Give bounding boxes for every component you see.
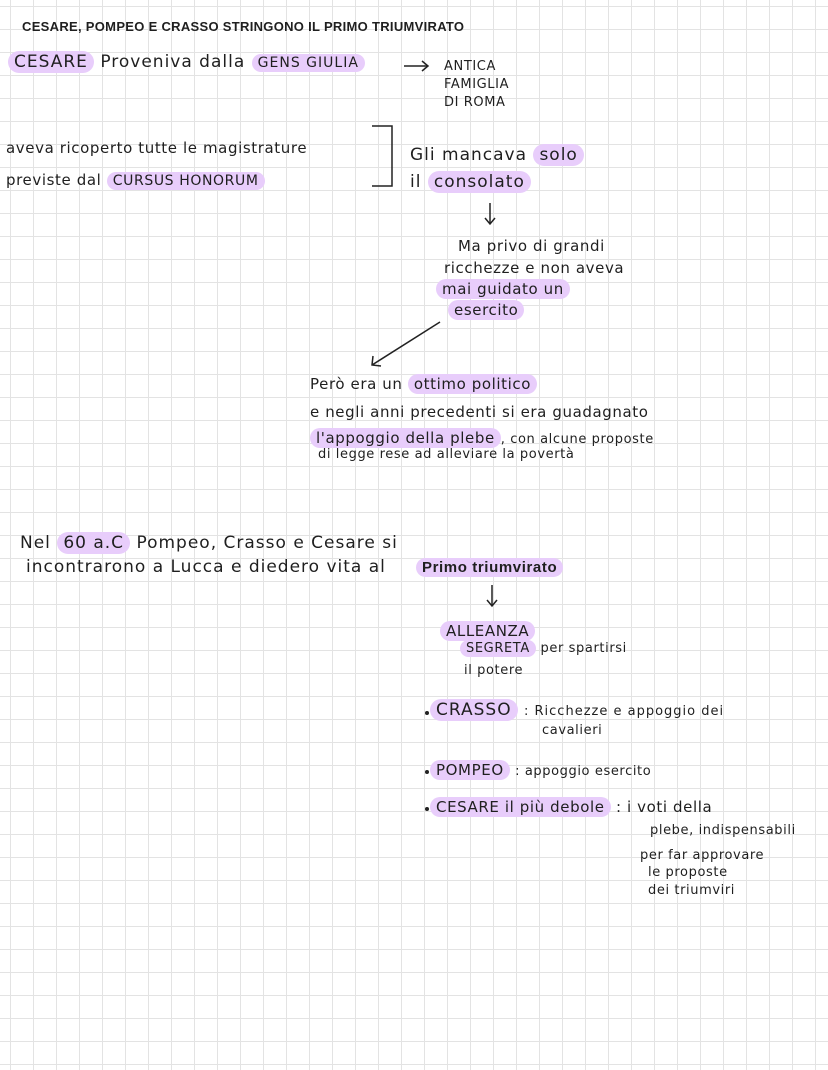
politico-line: Però era un ottimo politico (310, 374, 538, 394)
mancava-text: Gli mancava (410, 145, 528, 165)
crasso-highlight: CRASSO (430, 699, 518, 721)
antica-line-1: ANTICA (444, 59, 496, 74)
anni-line: e negli anni precedenti si era guadagnat… (310, 403, 649, 421)
primo-triumvirato-highlight: Primo triumvirato (416, 558, 564, 577)
cesare-desc-2: plebe, indispensabili (650, 823, 796, 838)
pompeo-highlight: POMPEO (430, 760, 510, 780)
nel-line: Nel 60 a.C Pompeo, Crasso e Cesare si (20, 532, 398, 554)
privo-line-2: ricchezze e non aveva (444, 259, 625, 277)
privo-line-3: mai guidato un (436, 279, 570, 299)
spartirsi-text: per spartirsi (540, 641, 627, 656)
appoggio-line: l'appoggio della plebe, con alcune propo… (310, 428, 654, 448)
cesare-desc-3: per far approvare (640, 848, 765, 863)
ottimo-politico-highlight: ottimo politico (407, 374, 538, 394)
cursus-highlight: CURSUS HONORUM (106, 172, 265, 190)
pompeo-line: POMPEO : appoggio esercito (430, 760, 651, 780)
pompeo-desc: : appoggio esercito (515, 764, 652, 779)
guidato-highlight: mai guidato un (436, 279, 570, 299)
cesare-desc-4: le proposte (648, 865, 728, 880)
lucca-line: incontrarono a Lucca e diedero vita al (26, 557, 386, 577)
cesare-desc: : i voti della (615, 798, 713, 816)
bracket-icon (372, 125, 393, 187)
gens-giulia-highlight: GENS GIULIA (251, 54, 365, 72)
cesare-line: CESARE Proveniva dalla GENS GIULIA (8, 51, 365, 73)
bullet-dot (425, 770, 429, 774)
privo-line-4: esercito (448, 300, 525, 320)
cavalieri-line: cavalieri (542, 723, 603, 738)
il-text: il (410, 172, 422, 192)
alleanza-line: ALLEANZA (440, 621, 536, 641)
esercito-highlight: esercito (448, 300, 525, 320)
crasso-desc: : Ricchezze e appoggio dei (524, 704, 725, 719)
crasso-line: CRASSO : Ricchezze e appoggio dei (430, 699, 725, 721)
segreta-highlight: SEGRETA (460, 640, 536, 657)
page-title: CESARE, POMPEO E CRASSO STRINGONO IL PRI… (22, 19, 465, 34)
alleanza-highlight: ALLEANZA (440, 621, 536, 641)
nel-text: Nel (20, 533, 51, 553)
cesare-highlight: CESARE (8, 51, 94, 73)
consolato-line: il consolato (410, 171, 531, 193)
proveniva-text: Proveniva dalla (100, 52, 246, 72)
legge-line: di legge rese ad alleviare la povertà (318, 447, 575, 462)
previste-text: previste dal (6, 171, 102, 189)
cesare-desc-5: dei triumviri (648, 883, 736, 898)
privo-line-1: Ma privo di grandi (458, 237, 605, 255)
segreta-line: SEGRETA per spartirsi (460, 640, 627, 657)
arrow-diagonal-icon (371, 321, 441, 367)
cesare-bullet-line: CESARE il più debole : i voti della (430, 797, 712, 817)
arrow-right-icon (404, 60, 430, 72)
cesare-debole-highlight: CESARE il più debole (430, 797, 611, 817)
consolato-highlight: consolato (427, 171, 531, 193)
magistrature-line: aveva ricoperto tutte le magistrature (6, 139, 308, 157)
bullet-dot (425, 711, 429, 715)
proposte-text: , con alcune proposte (500, 432, 654, 447)
arrow-down-icon (484, 203, 496, 226)
potere-line: il potere (464, 663, 524, 678)
previste-line: previste dal CURSUS HONORUM (6, 170, 265, 191)
year-highlight: 60 a.C (57, 532, 131, 554)
pompeo-crasso-text: Pompeo, Crasso e Cesare si (136, 533, 398, 553)
appoggio-plebe-highlight: l'appoggio della plebe (310, 428, 501, 448)
primo-line: Primo triumvirato (416, 557, 564, 578)
solo-highlight: solo (533, 144, 584, 166)
arrow-down-icon (486, 585, 498, 608)
antica-line-3: DI ROMA (444, 95, 506, 110)
antica-line-2: FAMIGLIA (444, 77, 510, 92)
pero-text: Però era un (310, 375, 403, 393)
mancava-line: Gli mancava solo (410, 144, 584, 166)
bullet-dot (425, 807, 429, 811)
